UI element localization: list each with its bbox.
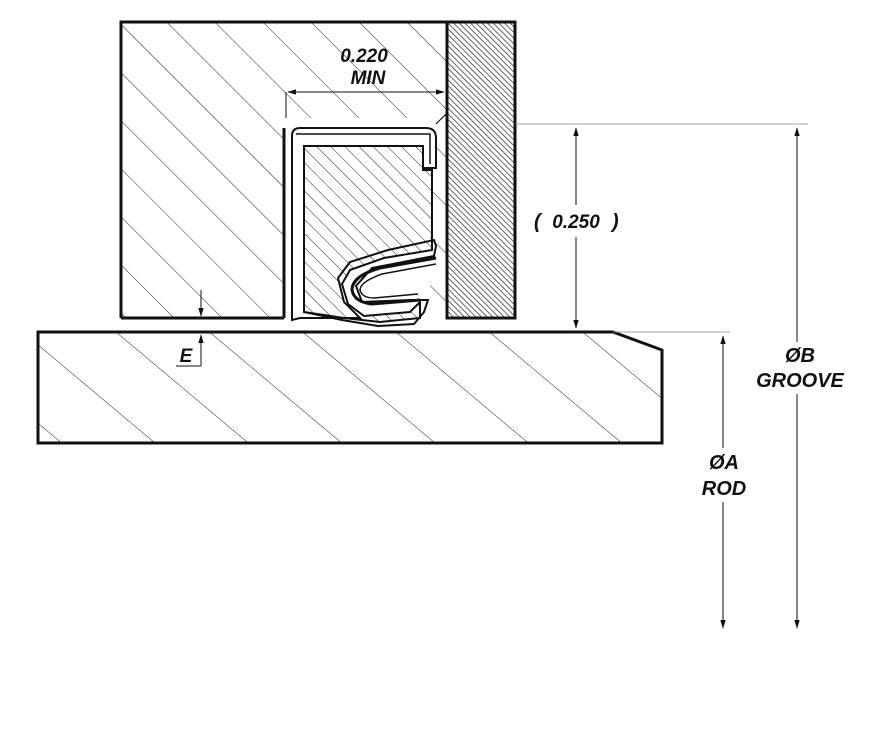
height-reference: 0.250 (552, 212, 600, 233)
rod (36, 330, 730, 445)
retaining-ring (445, 20, 517, 320)
rod-diameter-name: ROD (702, 478, 746, 500)
ref-paren-open: ( (534, 211, 543, 233)
groove-diameter-name: GROOVE (756, 370, 844, 392)
seal-element (291, 111, 449, 328)
rod-diameter-symbol: ØA (709, 452, 739, 474)
groove-diameter-symbol: ØB (785, 345, 815, 367)
dimension-extrusion-gap: E (176, 290, 204, 367)
ref-paren-close: ) (610, 211, 619, 233)
dimension-rod-diameter: ØA ROD (690, 335, 760, 629)
dimension-groove-depth: ( 0.250 ) (515, 123, 808, 329)
min-gap-suffix: MIN (351, 68, 387, 89)
min-gap-value: 0.220 (340, 46, 388, 67)
dimension-groove-diameter: ØB GROOVE (748, 127, 852, 629)
dimension-groove-width: 0.220 MIN (285, 46, 447, 118)
extrusion-gap-label: E (180, 346, 194, 367)
